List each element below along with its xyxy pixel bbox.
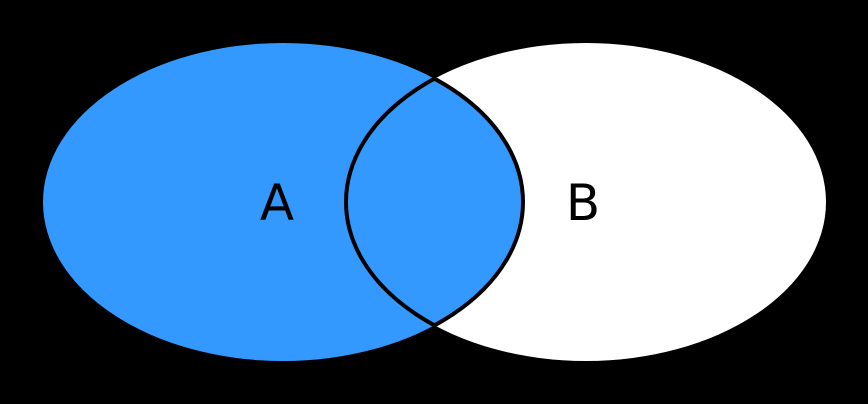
set-b-label: B <box>566 174 600 232</box>
set-a-ellipse <box>43 43 523 361</box>
intersection-outline-right-arc <box>346 43 525 361</box>
intersection-outline-left-arc <box>344 43 523 361</box>
set-a-label: A <box>260 174 294 232</box>
